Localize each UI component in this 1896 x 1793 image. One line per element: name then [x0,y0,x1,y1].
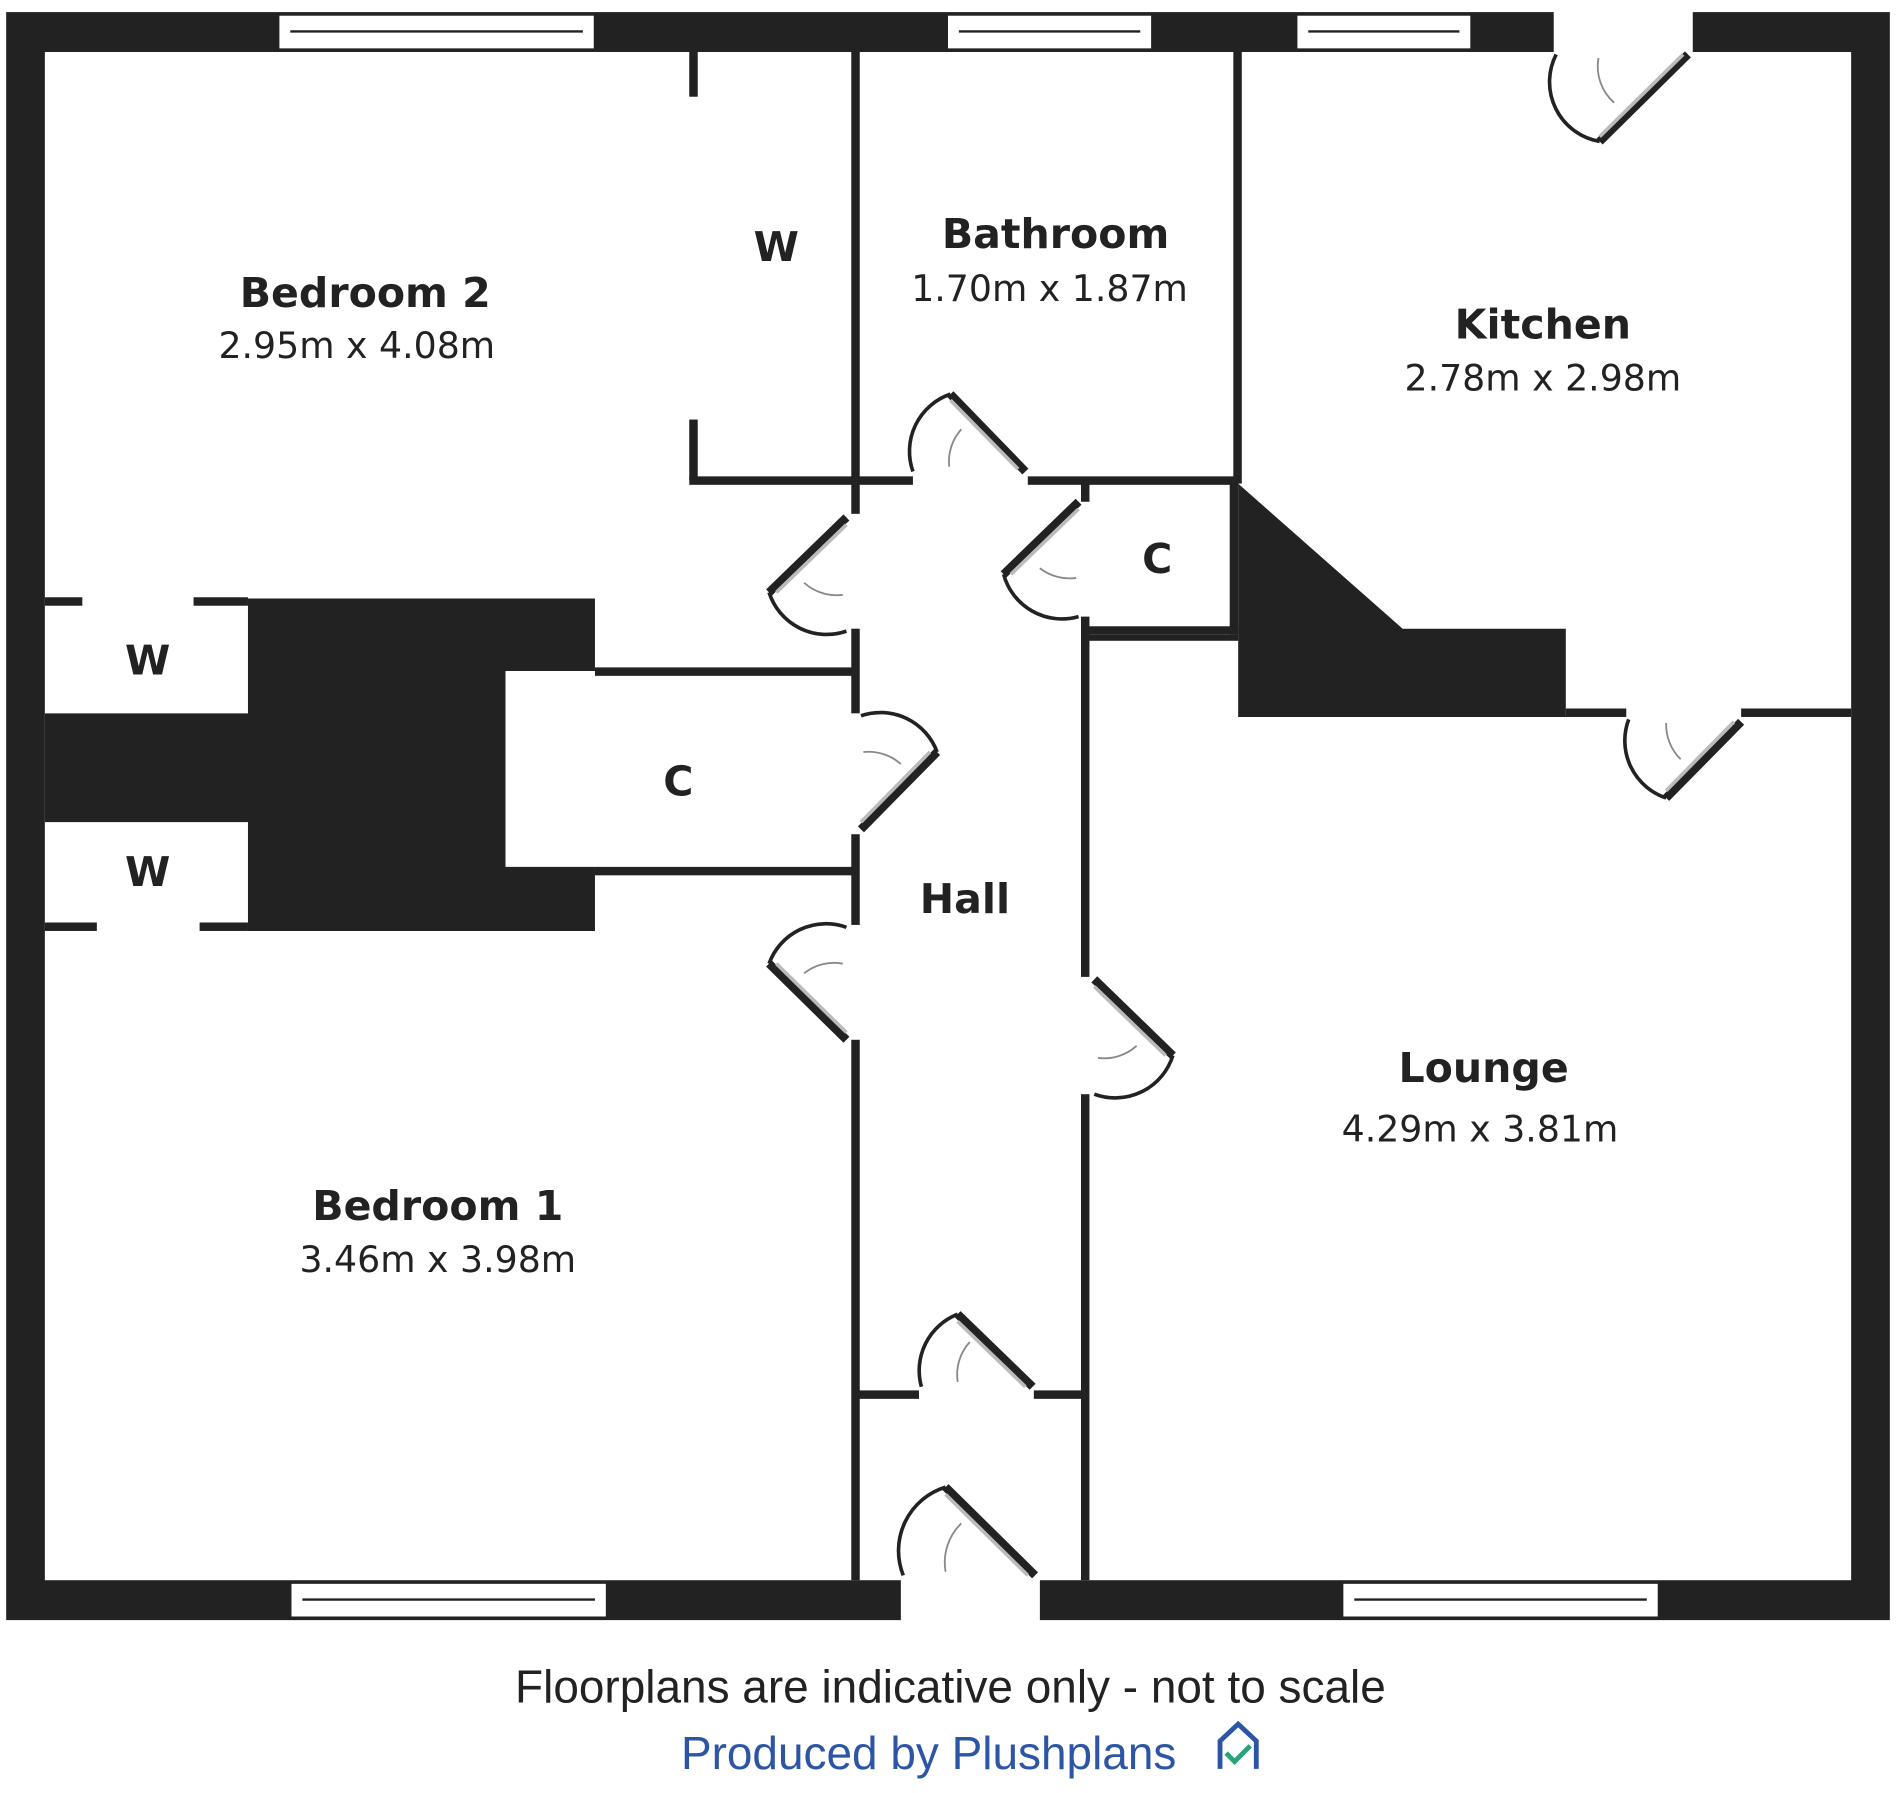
cupboard-label: C [663,758,693,806]
room-dims-bedroom-2: 2.95m x 4.08m [218,324,495,367]
plushplans-logo-icon [1217,1720,1259,1769]
cupboard-label: C [1142,535,1172,583]
room-dims-bedroom-1: 3.46m x 3.98m [299,1238,576,1281]
room-dims-kitchen: 2.78m x 2.98m [1405,357,1682,400]
room-dims-lounge: 4.29m x 3.81m [1342,1107,1619,1150]
room-name-bedroom-2: Bedroom 2 [240,269,491,317]
wardrobe-label: W [125,637,170,685]
wardrobe-label: W [125,848,170,896]
disclaimer-text: Floorplans are indicative only - not to … [515,1660,1386,1712]
room-dims-bathroom: 1.70m x 1.87m [911,267,1188,310]
interior-walls [44,51,1852,1581]
room-name-kitchen: Kitchen [1455,301,1631,349]
room-name-bedroom-1: Bedroom 1 [312,1182,563,1230]
windows [276,13,1661,1619]
room-name-hall: Hall [920,875,1010,923]
room-name-lounge: Lounge [1398,1044,1568,1092]
wardrobe-label: W [754,223,799,271]
room-name-bathroom: Bathroom [942,210,1170,258]
doors [766,51,1745,1579]
credit-text: Produced by Plushplans [681,1727,1176,1779]
